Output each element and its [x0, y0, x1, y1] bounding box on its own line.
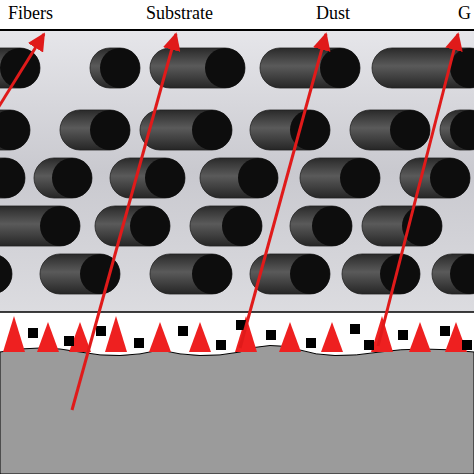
fiber-rod [362, 206, 442, 246]
fiber-end [52, 158, 92, 198]
fiber-rod [440, 110, 474, 150]
part-label: G [458, 4, 471, 22]
dust-particle [364, 340, 374, 350]
fiber-rod [250, 254, 330, 294]
fiber-end [130, 206, 170, 246]
grit-particle [105, 316, 127, 352]
dust-particle [266, 330, 276, 340]
dust-particle [306, 338, 316, 348]
leader-line [0, 34, 44, 108]
part-label: Fibers [8, 4, 53, 22]
fiber-rod [60, 110, 130, 150]
fiber-end [100, 48, 140, 88]
fiber-end [0, 254, 12, 294]
fiber-end [222, 206, 262, 246]
fiber-end [90, 110, 130, 150]
dust-particle [350, 324, 360, 334]
fiber-end [290, 254, 330, 294]
fiber-end [340, 158, 380, 198]
fiber-rod [372, 48, 474, 88]
fiber-end [430, 158, 470, 198]
leader-line [378, 34, 458, 346]
fiber-end [145, 158, 185, 198]
leader-line [240, 34, 326, 348]
fiber-rod [0, 254, 12, 294]
grit-particle [279, 322, 301, 352]
fiber-end [192, 110, 232, 150]
fibers [0, 48, 474, 294]
fiber-rod [34, 158, 92, 198]
dust-particle [440, 326, 450, 336]
grit-particle [3, 316, 25, 352]
fiber-end [205, 48, 245, 88]
fiber-rod [90, 48, 140, 88]
leader-lines [0, 34, 458, 410]
grit-particle [189, 322, 211, 352]
dust-particle [134, 338, 144, 348]
dust-particle [462, 340, 472, 350]
fiber-rod [0, 158, 25, 198]
fiber-end [320, 48, 360, 88]
fiber-rod [0, 206, 80, 246]
fiber-end [238, 158, 278, 198]
leader-line [72, 34, 176, 410]
grit-particle [409, 322, 431, 352]
fiber-end [390, 110, 430, 150]
fiber-rod [200, 158, 278, 198]
fiber-rod [432, 254, 474, 294]
fiber-end [40, 206, 80, 246]
fiber-rod [95, 206, 170, 246]
fiber-end [0, 110, 30, 150]
fiber-rod [0, 110, 30, 150]
fiber-rod [400, 158, 470, 198]
dust-particle [178, 326, 188, 336]
fiber-rod [300, 158, 380, 198]
dust-particle [398, 330, 408, 340]
grit [3, 316, 467, 352]
part-label: Dust [316, 4, 350, 22]
fiber-rod [0, 48, 40, 88]
fiber-rod [250, 110, 330, 150]
fiber-end [450, 110, 474, 150]
fiber-rod [260, 48, 360, 88]
grit-particle [321, 322, 343, 352]
fiber-end [192, 254, 232, 294]
fiber-rod [190, 206, 262, 246]
grit-particle [37, 322, 59, 352]
fiber-end [312, 206, 352, 246]
dust-particle [28, 328, 38, 338]
fiber-rod [290, 206, 352, 246]
part-label: Substrate [146, 4, 213, 22]
grit-particle [149, 322, 171, 352]
fiber-rod [342, 254, 420, 294]
dust-particle [216, 340, 226, 350]
fiber-rod [350, 110, 430, 150]
fiber-rod [40, 254, 120, 294]
dust-particle [64, 336, 74, 346]
fiber-end [450, 254, 474, 294]
dust-particle [96, 326, 106, 336]
fiber-rod [110, 158, 185, 198]
fiber-rod [150, 254, 232, 294]
fiber-end [0, 158, 25, 198]
fiber-end [0, 48, 40, 88]
